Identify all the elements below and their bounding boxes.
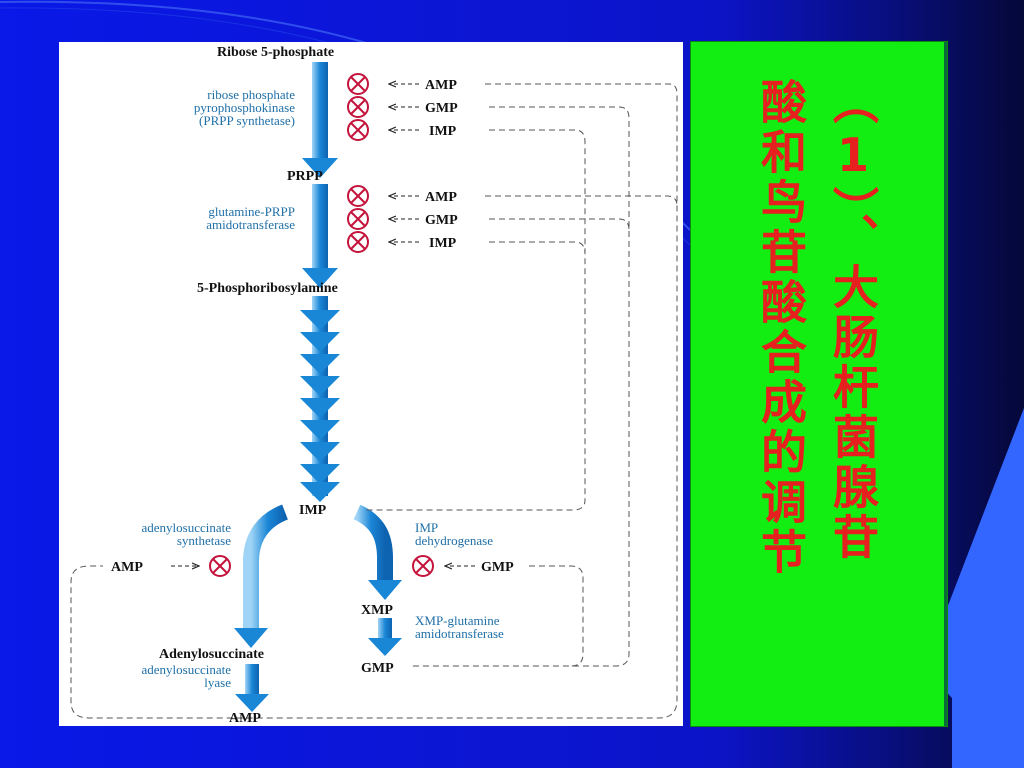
enzyme-imp-dehydrogenase: IMP dehydrogenase xyxy=(415,520,493,548)
pathway-svg: Ribose 5-phosphate PRPP 5-Phosphoribosyl… xyxy=(70,45,678,726)
inhibitor-mid-gmp: GMP xyxy=(425,213,458,228)
inhibit-icon xyxy=(347,208,369,230)
enzyme-adenylosuccinate-synthetase: adenylosuccinate synthetase xyxy=(141,520,231,548)
enzyme-xmp-glutamine-amidotransferase: XMP-glutamine amidotransferase xyxy=(415,613,504,641)
svg-text:pyrophosphokinase: pyrophosphokinase xyxy=(194,100,295,115)
inhibit-icon xyxy=(347,185,369,207)
label-amp-product: AMP xyxy=(229,711,261,726)
inhibitor-mid-imp: IMP xyxy=(429,236,457,251)
arrow-r5p-to-prpp xyxy=(302,62,338,178)
enzyme-gln-prpp-amidotransferase: glutamine-PRPP amidotransferase xyxy=(206,204,295,232)
inhibit-icon xyxy=(347,231,369,253)
label-phosphoribosylamine: 5-Phosphoribosylamine xyxy=(197,281,338,296)
inhibit-icon xyxy=(412,555,434,577)
label-gmp-product: GMP xyxy=(361,661,394,676)
svg-text:amidotransferase: amidotransferase xyxy=(415,626,504,641)
svg-text:adenylosuccinate: adenylosuccinate xyxy=(141,520,231,535)
inhibitor-pointers xyxy=(171,84,475,566)
inhibitor-right-gmp: GMP xyxy=(481,560,514,575)
svg-text:(PRPP synthetase): (PRPP synthetase) xyxy=(199,113,295,128)
inhibit-icon xyxy=(347,119,369,141)
inhibit-icon xyxy=(209,555,231,577)
feedback-lines xyxy=(70,83,678,719)
svg-text:lyase: lyase xyxy=(204,675,231,690)
label-prpp: PRPP xyxy=(287,169,323,184)
svg-text:adenylosuccinate: adenylosuccinate xyxy=(141,662,231,677)
svg-text:synthetase: synthetase xyxy=(177,533,231,548)
inhibitor-left-amp: AMP xyxy=(111,560,143,575)
title-column-2: 酸和鸟苷酸合成的调节 xyxy=(754,78,808,578)
svg-text:XMP-glutamine: XMP-glutamine xyxy=(415,613,500,628)
label-adenylosuccinate: Adenylosuccinate xyxy=(159,647,264,662)
enzyme-adenylosuccinate-lyase: adenylosuccinate lyase xyxy=(141,662,231,690)
arrow-multistep-to-imp xyxy=(300,296,340,502)
label-imp: IMP xyxy=(299,503,327,518)
svg-text:dehydrogenase: dehydrogenase xyxy=(415,533,493,548)
svg-text:ribose phosphate: ribose phosphate xyxy=(207,87,295,102)
arrow-imp-to-adenylosuccinate xyxy=(234,504,289,648)
pathway-diagram: Ribose 5-phosphate PRPP 5-Phosphoribosyl… xyxy=(59,42,683,726)
arrow-xmp-to-gmp xyxy=(368,618,402,656)
inhibit-icon xyxy=(347,96,369,118)
svg-text:glutamine-PRPP: glutamine-PRPP xyxy=(208,204,295,219)
inhibitor-top-gmp: GMP xyxy=(425,101,458,116)
background-corner-shape xyxy=(924,408,1024,768)
inhibit-icon xyxy=(347,73,369,95)
label-ribose5p: Ribose 5-phosphate xyxy=(217,45,334,60)
inhibitor-top-amp: AMP xyxy=(425,78,457,93)
enzyme-prpp-synthetase: ribose phosphate pyrophosphokinase (PRPP… xyxy=(194,87,295,128)
title-panel: （1）、大肠杆菌腺苷 酸和鸟苷酸合成的调节 xyxy=(691,42,947,726)
inhibitor-top-imp: IMP xyxy=(429,124,457,139)
inhibition-symbols xyxy=(209,73,434,577)
arrow-prpp-to-pra xyxy=(302,184,338,288)
svg-text:IMP: IMP xyxy=(415,520,438,535)
arrow-imp-to-xmp xyxy=(353,504,402,600)
svg-text:amidotransferase: amidotransferase xyxy=(206,217,295,232)
label-xmp: XMP xyxy=(361,603,393,618)
title-column-1: （1）、大肠杆菌腺苷 xyxy=(826,78,880,563)
inhibitor-mid-amp: AMP xyxy=(425,190,457,205)
arrow-adenylosuccinate-to-amp xyxy=(235,664,269,712)
